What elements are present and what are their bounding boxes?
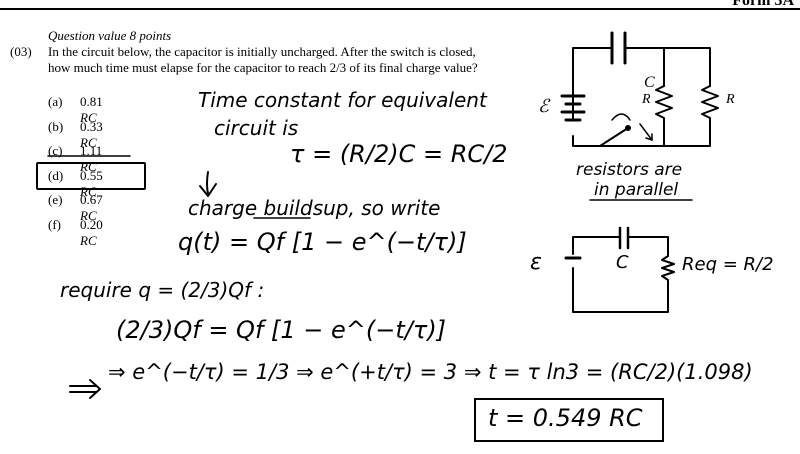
choice-label: (f) — [48, 216, 61, 232]
question-number: (03) — [10, 44, 32, 59]
question-line-2: how much time must elapse for the capaci… — [48, 60, 478, 75]
note-line-1: Time constant for equivalent — [198, 88, 487, 112]
eq-emf-label: ε — [530, 250, 542, 275]
question-value: Question value 8 points — [48, 28, 172, 43]
choice-label: (b) — [48, 118, 64, 134]
eq-resistance-label: Req = R/2 — [682, 254, 774, 275]
question-line-1: In the circuit below, the capacitor is i… — [48, 44, 476, 59]
top-rule — [0, 8, 800, 10]
question-text: In the circuit below, the capacitor is i… — [48, 44, 528, 76]
resistor-2-label: R — [726, 92, 735, 107]
form-label: Form 3A — [732, 0, 794, 9]
choice-value: 0.20 RC — [80, 216, 103, 248]
circuit-note-2: in parallel — [594, 180, 679, 200]
circuit-note-1: resistors are — [576, 160, 683, 180]
time-constant-equation: τ = (R/2)C = RC/2 — [290, 140, 508, 168]
choice-value: 0.55 RC — [80, 167, 103, 199]
note-line-2: circuit is — [214, 116, 299, 140]
choice-label: (d) — [48, 167, 64, 183]
final-answer: t = 0.549 RC — [488, 404, 643, 432]
resistor-1-label: R — [642, 92, 651, 107]
choice-value: 0.81 RC — [80, 94, 103, 125]
solution-steps: ⇒ e^(−t/τ) = 1/3 ⇒ e^(+t/τ) = 3 ⇒ t = τ … — [108, 360, 753, 384]
choice-label: (e) — [48, 192, 63, 207]
cap-label: C — [644, 74, 655, 91]
circuit-diagram — [560, 31, 719, 147]
equivalent-circuit — [564, 226, 675, 313]
choice-label: (c) — [48, 143, 63, 158]
substituted-equation: (2/3)Qf = Qf [1 − e^(−t/τ)] — [116, 316, 447, 344]
choice-value: 0.33 RC — [80, 118, 103, 150]
charge-equation: q(t) = Qf [1 − e^(−t/τ)] — [178, 228, 467, 256]
selected-answer-box — [36, 162, 146, 190]
emf-label: ℰ — [538, 96, 549, 116]
final-answer-box — [474, 398, 664, 442]
eq-cap-label: C — [616, 252, 629, 273]
choice-label: (a) — [48, 94, 63, 109]
choice-value: 0.67 RC — [80, 192, 103, 223]
note-require: require q = (2/3)Qf : — [60, 278, 265, 302]
note-buildup: charge buildsup, so write — [188, 196, 441, 220]
